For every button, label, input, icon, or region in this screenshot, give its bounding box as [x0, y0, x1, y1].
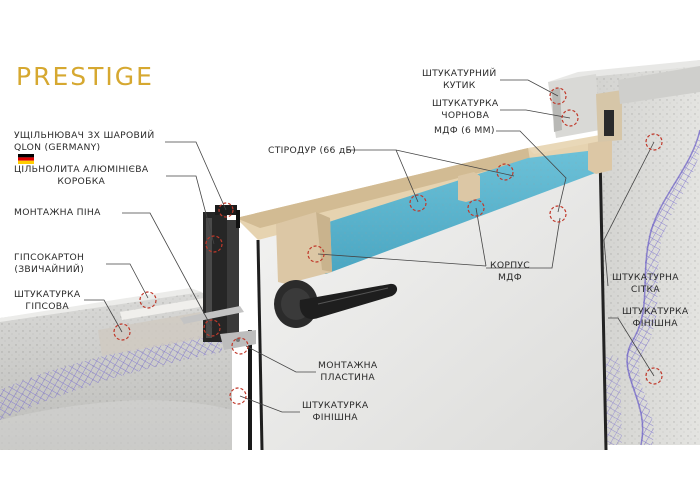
- brand-logo: PRESTIGE: [16, 62, 154, 91]
- label-styrodur: СТІРОДУР (66 дБ): [268, 145, 356, 157]
- label-foam: МОНТАЖНА ПІНА: [14, 207, 101, 219]
- label-seal: УЩІЛЬНЮВАЧ 3Х ШАРОВИЙ QLON (GERMANY): [14, 130, 155, 167]
- germany-flag-icon: [18, 154, 34, 164]
- label-mdf: МДФ (6 ММ): [434, 125, 495, 137]
- label-drywall: ГІПСОКАРТОН(ЗВИЧАЙНИЙ): [14, 252, 84, 276]
